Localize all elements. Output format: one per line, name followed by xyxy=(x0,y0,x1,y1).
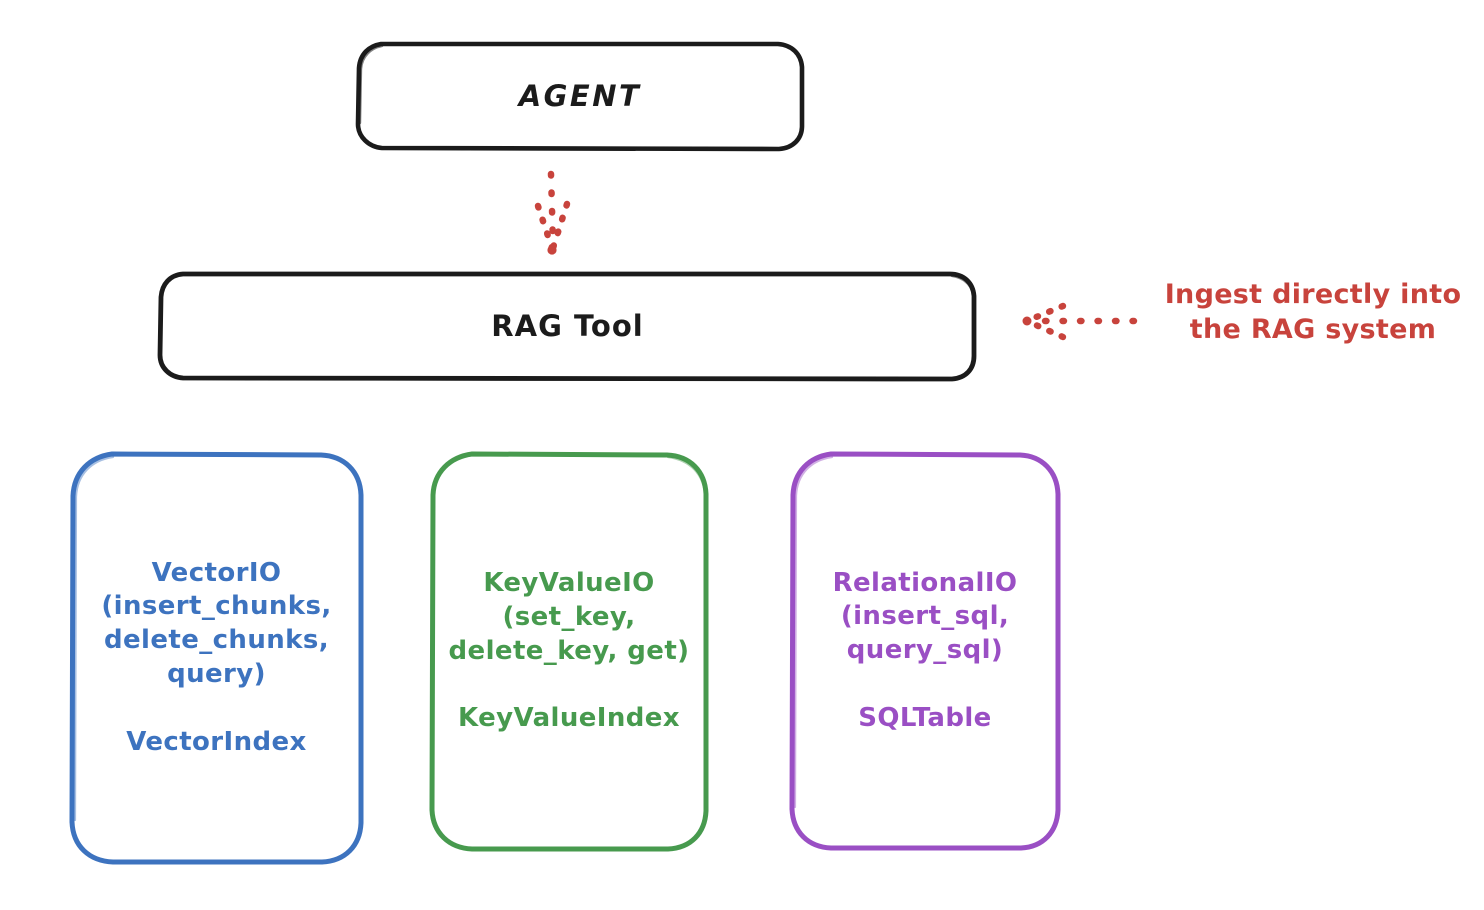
vector-io-label: VectorIO (insert_chunks, delete_chunks, … xyxy=(101,557,332,757)
edge-ingest-arrow xyxy=(1022,302,1138,341)
agent-label: AGENT xyxy=(518,78,642,113)
key-value-io-label: KeyValueIO (set_key, delete_key, get) Ke… xyxy=(448,568,690,734)
node-relational-io[interactable]: RelationalIO (insert_sql, query_sql) SQL… xyxy=(788,450,1062,852)
annotation-ingest-text: Ingest directly into the RAG system xyxy=(1164,279,1462,345)
rag-tool-label: RAG Tool xyxy=(491,308,644,343)
node-agent[interactable]: AGENT xyxy=(355,40,805,152)
node-vector-io[interactable]: VectorIO (insert_chunks, delete_chunks, … xyxy=(68,450,365,866)
edge-agent-to-rag-tool xyxy=(534,170,571,255)
node-key-value-io[interactable]: KeyValueIO (set_key, delete_key, get) Ke… xyxy=(428,450,710,853)
relational-io-label: RelationalIO (insert_sql, query_sql) SQL… xyxy=(832,567,1018,733)
node-rag-tool[interactable]: RAG Tool xyxy=(157,270,978,382)
